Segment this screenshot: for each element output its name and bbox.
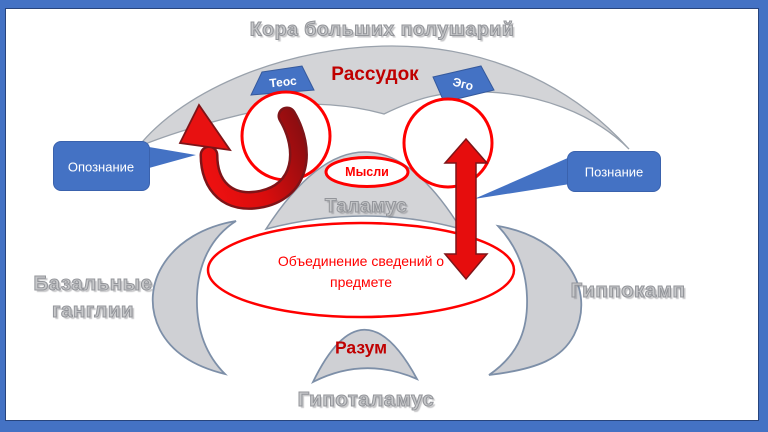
hypothalamus-shape bbox=[311, 328, 420, 385]
theos-label: Теос bbox=[268, 73, 298, 91]
integration-ellipse bbox=[206, 221, 516, 319]
left-callout-tail bbox=[149, 147, 196, 168]
loop-arrow-icon bbox=[178, 103, 308, 210]
integration-label: Объединение сведений о предмете bbox=[277, 253, 445, 290]
mind-label: Разум bbox=[334, 337, 388, 358]
hypothalamus-label: Гипоталамус bbox=[297, 388, 435, 412]
identification-label: Опознание bbox=[67, 159, 135, 175]
identification-callout bbox=[53, 141, 150, 191]
cognition-label: Познание bbox=[584, 164, 644, 180]
basal-ganglia-shape bbox=[151, 220, 237, 376]
right-red-circle bbox=[402, 97, 494, 189]
cortex-title: Кора больших полушарий bbox=[249, 18, 515, 41]
thoughts-ellipse bbox=[324, 156, 410, 188]
thoughts-label: Мысли bbox=[345, 165, 389, 179]
thalamus-label: Таламус bbox=[324, 196, 408, 218]
basal-ganglia-label: Базальные ганглии bbox=[33, 272, 153, 323]
hippocampus-label: Гиппокамп bbox=[570, 279, 686, 303]
double-arrow-icon bbox=[443, 137, 489, 281]
ego-trapezoid bbox=[432, 65, 495, 103]
cognition-callout bbox=[567, 151, 661, 192]
right-callout-tail bbox=[474, 157, 570, 199]
reason-label: Рассудок bbox=[331, 64, 419, 85]
hippocampus-shape bbox=[488, 224, 583, 376]
theos-trapezoid bbox=[250, 65, 315, 96]
